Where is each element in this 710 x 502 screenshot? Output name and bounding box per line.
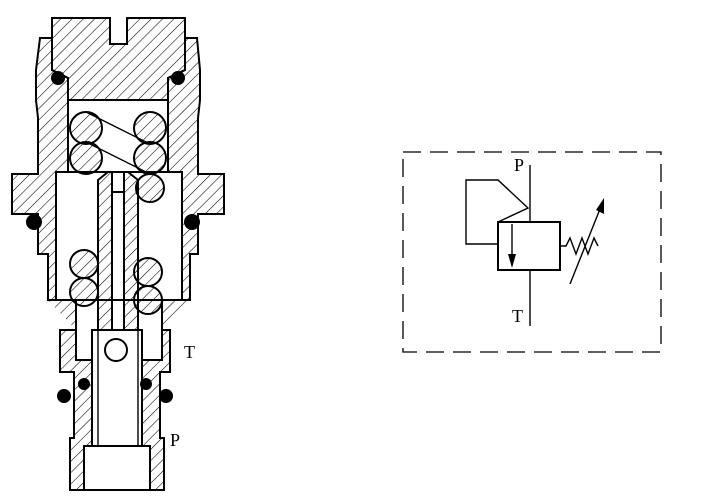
valve-body-left [11, 37, 69, 301]
poppet [91, 329, 143, 447]
symbol-label-p: P [514, 155, 524, 175]
valve-cross-section: T P [11, 17, 225, 491]
pilot-line [465, 179, 530, 245]
adjust-arrow-icon [569, 203, 603, 285]
spring-icon [560, 236, 599, 256]
poppet-tip [83, 446, 151, 491]
upper-spring [69, 111, 167, 175]
adjusting-screw [51, 17, 186, 101]
inner-chamber [55, 171, 183, 301]
symbol-label-t: T [512, 306, 523, 326]
hydraulic-symbol: P T [402, 151, 662, 353]
spool-sleeve-left [97, 171, 113, 331]
lower-spring [69, 173, 165, 315]
port-label-p: P [170, 430, 180, 450]
valve-envelope-box [497, 221, 561, 271]
t-port-hole [104, 338, 128, 362]
symbol-envelope [402, 151, 662, 353]
port-label-t: T [184, 342, 195, 362]
spool-stem [111, 191, 125, 331]
